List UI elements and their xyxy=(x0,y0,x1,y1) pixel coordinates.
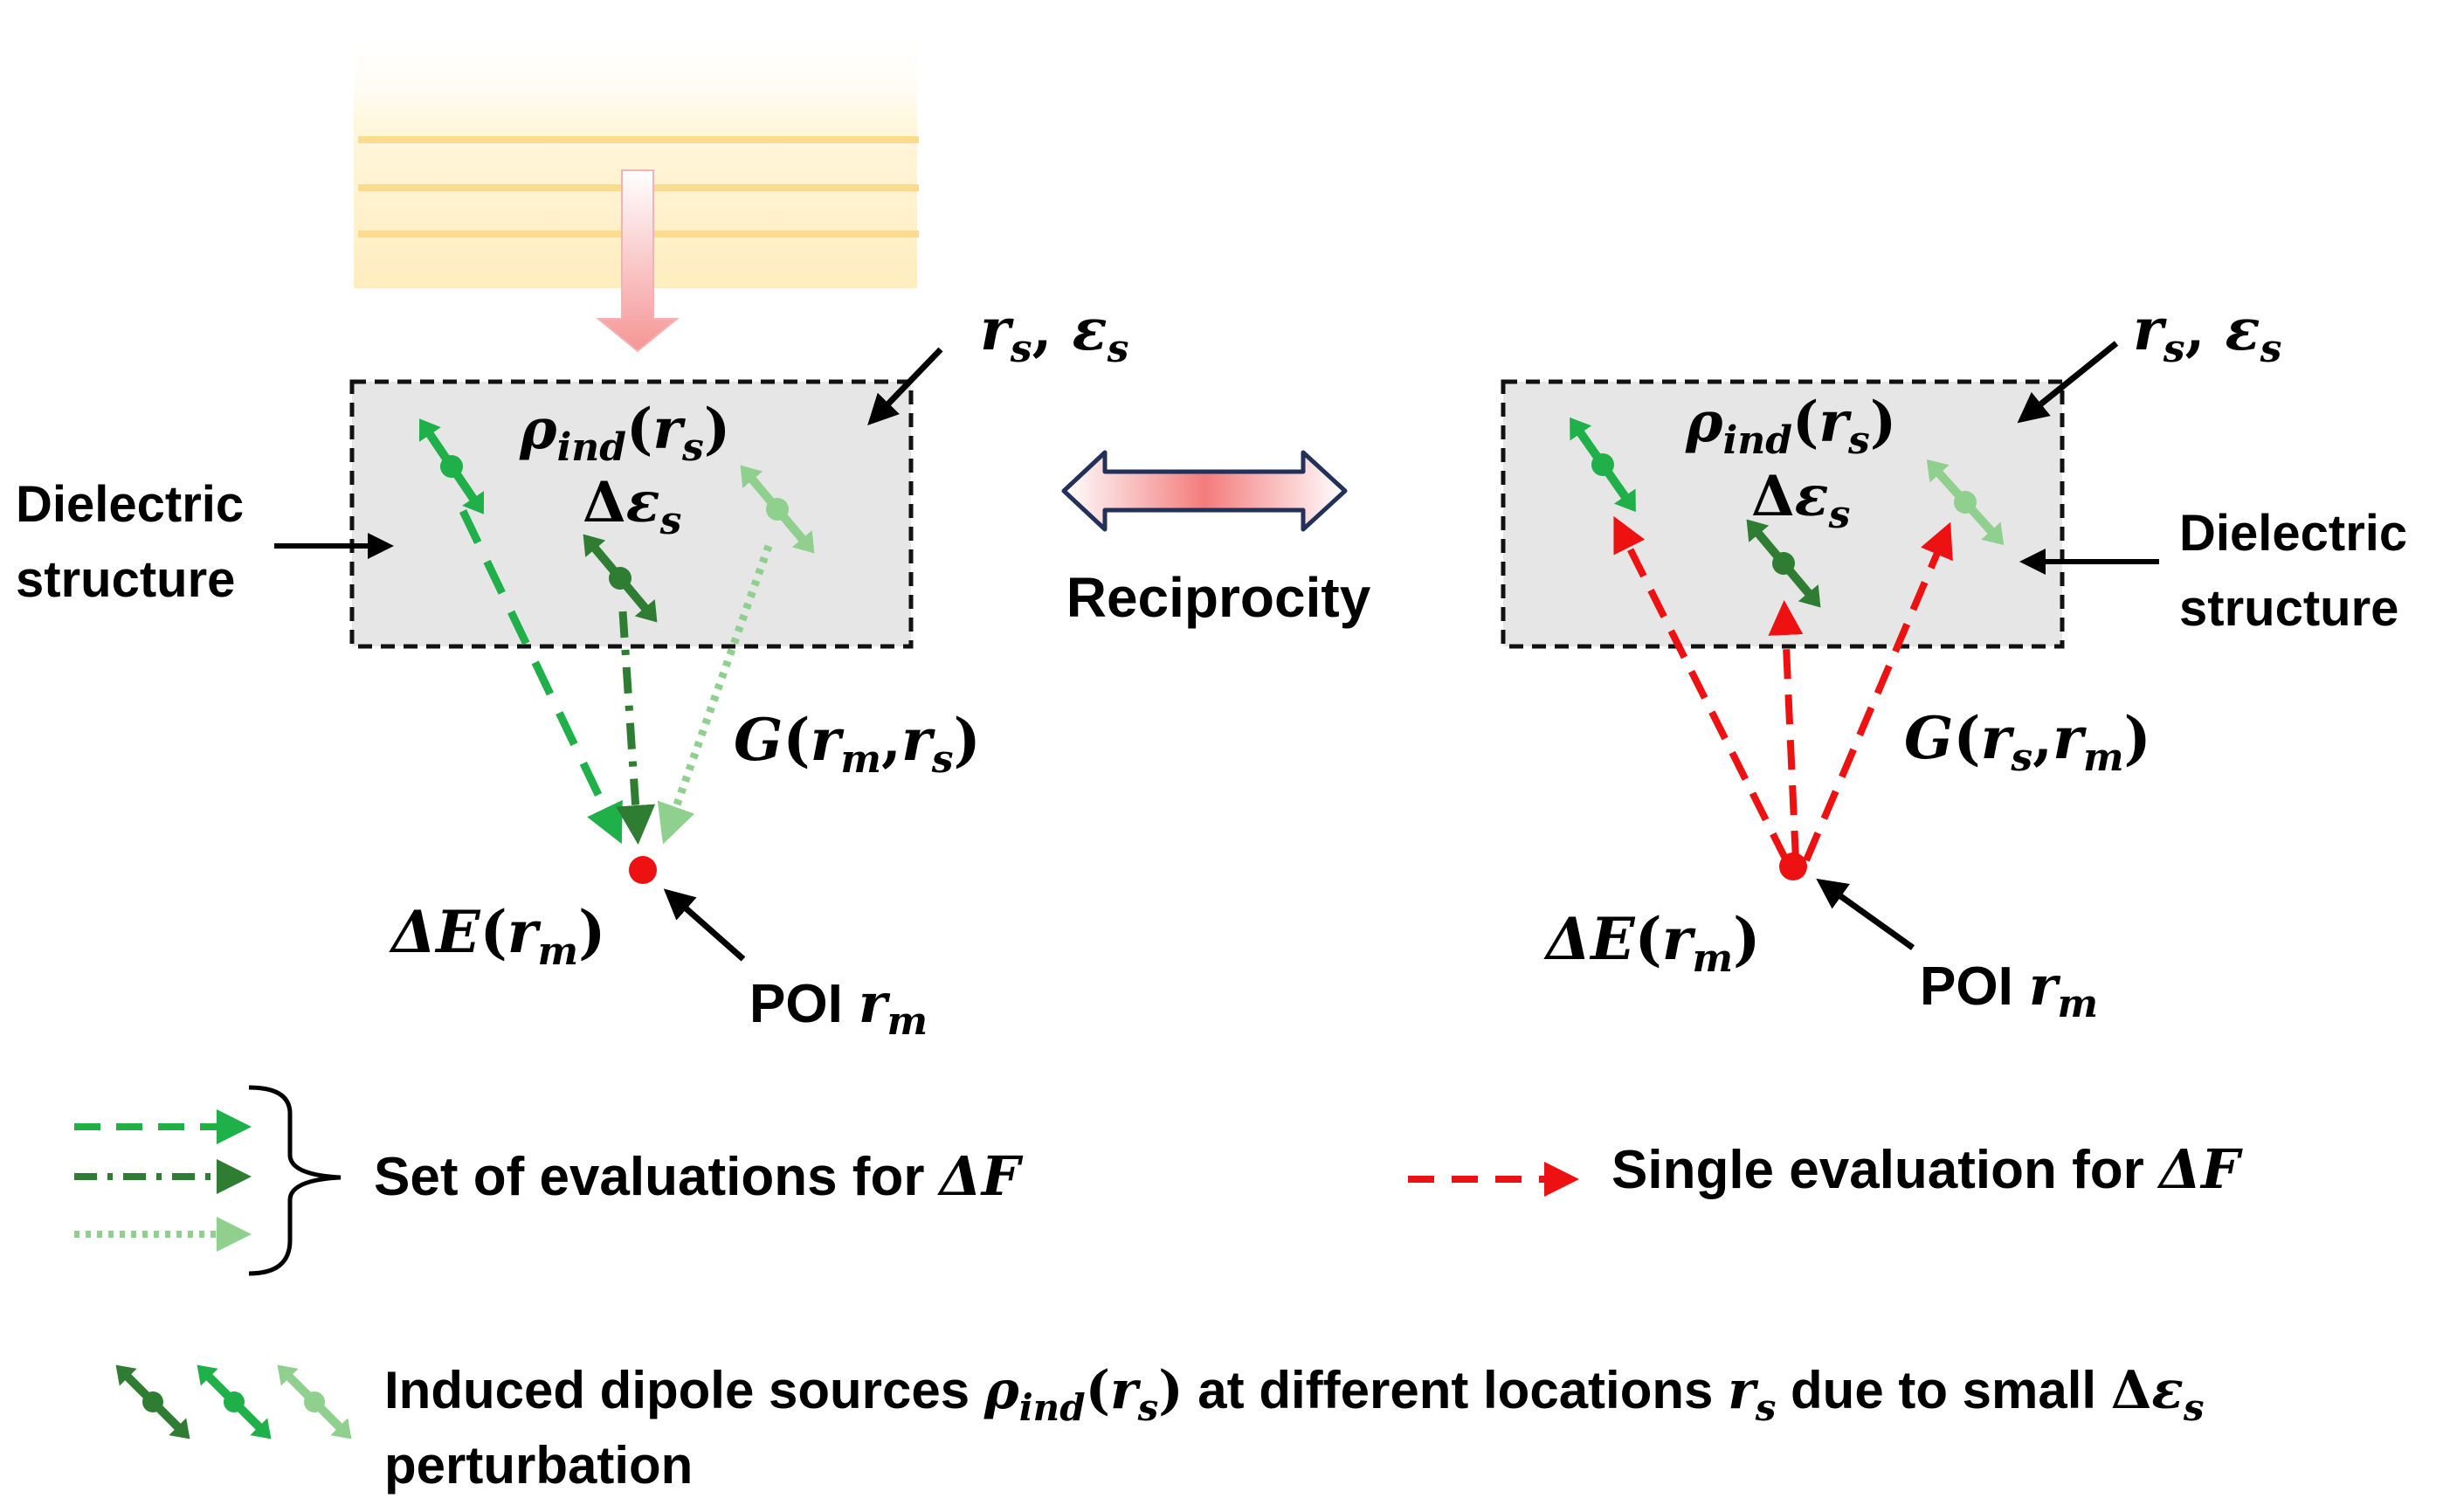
dipole-icon xyxy=(583,534,658,623)
dipole-icon xyxy=(1926,459,2005,546)
delta-e-label-left: ΔE(rm) xyxy=(389,898,605,974)
curly-brace-icon xyxy=(248,1085,342,1276)
dipole-icon xyxy=(740,465,815,554)
green-function-label-left: G(rm,rs) xyxy=(734,706,981,782)
legend: Set of evaluations for ΔF Single evaluat… xyxy=(74,1085,2243,1276)
reciprocity-label: Reciprocity xyxy=(1066,566,1371,629)
perturbation-label: perturbation xyxy=(384,1436,693,1495)
dipole-legend: Induced dipole sources ρind(rs) at diffe… xyxy=(115,1360,2204,1495)
rho-label-left: ρind(rs) xyxy=(519,397,730,470)
legend-single-label: Single evaluation for ΔF xyxy=(1611,1137,2243,1201)
pointer-arrow xyxy=(1816,878,1915,950)
deps-label-left: Δεs xyxy=(583,470,681,543)
propagation-arrow-red-right xyxy=(1803,521,1953,862)
rs-eps-label-left: rs, εs xyxy=(980,295,1128,371)
propagation-arrow-dark xyxy=(616,611,656,845)
dielectric-label-right: Dielectric structure xyxy=(2179,505,2421,637)
green-function-label-right: G(rs,rm) xyxy=(1904,704,2151,780)
dipole-icon xyxy=(418,418,485,514)
rs-eps-label-right: rs, εs xyxy=(2133,295,2281,371)
dielectric-label-left: Dielectric structure xyxy=(16,476,258,608)
dielectric-box-left xyxy=(349,379,914,649)
propagation-arrow-red-left xyxy=(1613,515,1790,862)
poi-dot-icon xyxy=(629,856,657,884)
dipole-icon xyxy=(197,1364,272,1440)
propagation-arrow-bright xyxy=(459,509,623,845)
dipole-icon xyxy=(1570,417,1636,513)
pointer-arrow xyxy=(663,888,746,962)
incident-light xyxy=(354,35,919,353)
double-arrow-icon xyxy=(1061,450,1348,532)
legend-set-label: Set of evaluations for ΔF xyxy=(374,1144,1024,1208)
pointer-arrow xyxy=(867,347,943,426)
dipole-icon xyxy=(1746,519,1821,608)
pointer-arrow xyxy=(2017,341,2119,424)
rho-label-right: ρind(rs) xyxy=(1685,390,1896,463)
incident-arrow-icon xyxy=(596,169,680,353)
propagation-arrow-light xyxy=(657,544,773,845)
delta-e-label-right: ΔE(rm) xyxy=(1543,905,1760,981)
deps-label-right: Δεs xyxy=(1751,464,1850,537)
propagation-arrow-red-center xyxy=(1768,600,1804,861)
induced-dipole-label: Induced dipole sources ρind(rs) at diffe… xyxy=(384,1360,2204,1429)
dipole-icon xyxy=(115,1364,190,1440)
poi-dot-icon xyxy=(1779,853,1807,880)
dipole-icon xyxy=(277,1364,352,1440)
